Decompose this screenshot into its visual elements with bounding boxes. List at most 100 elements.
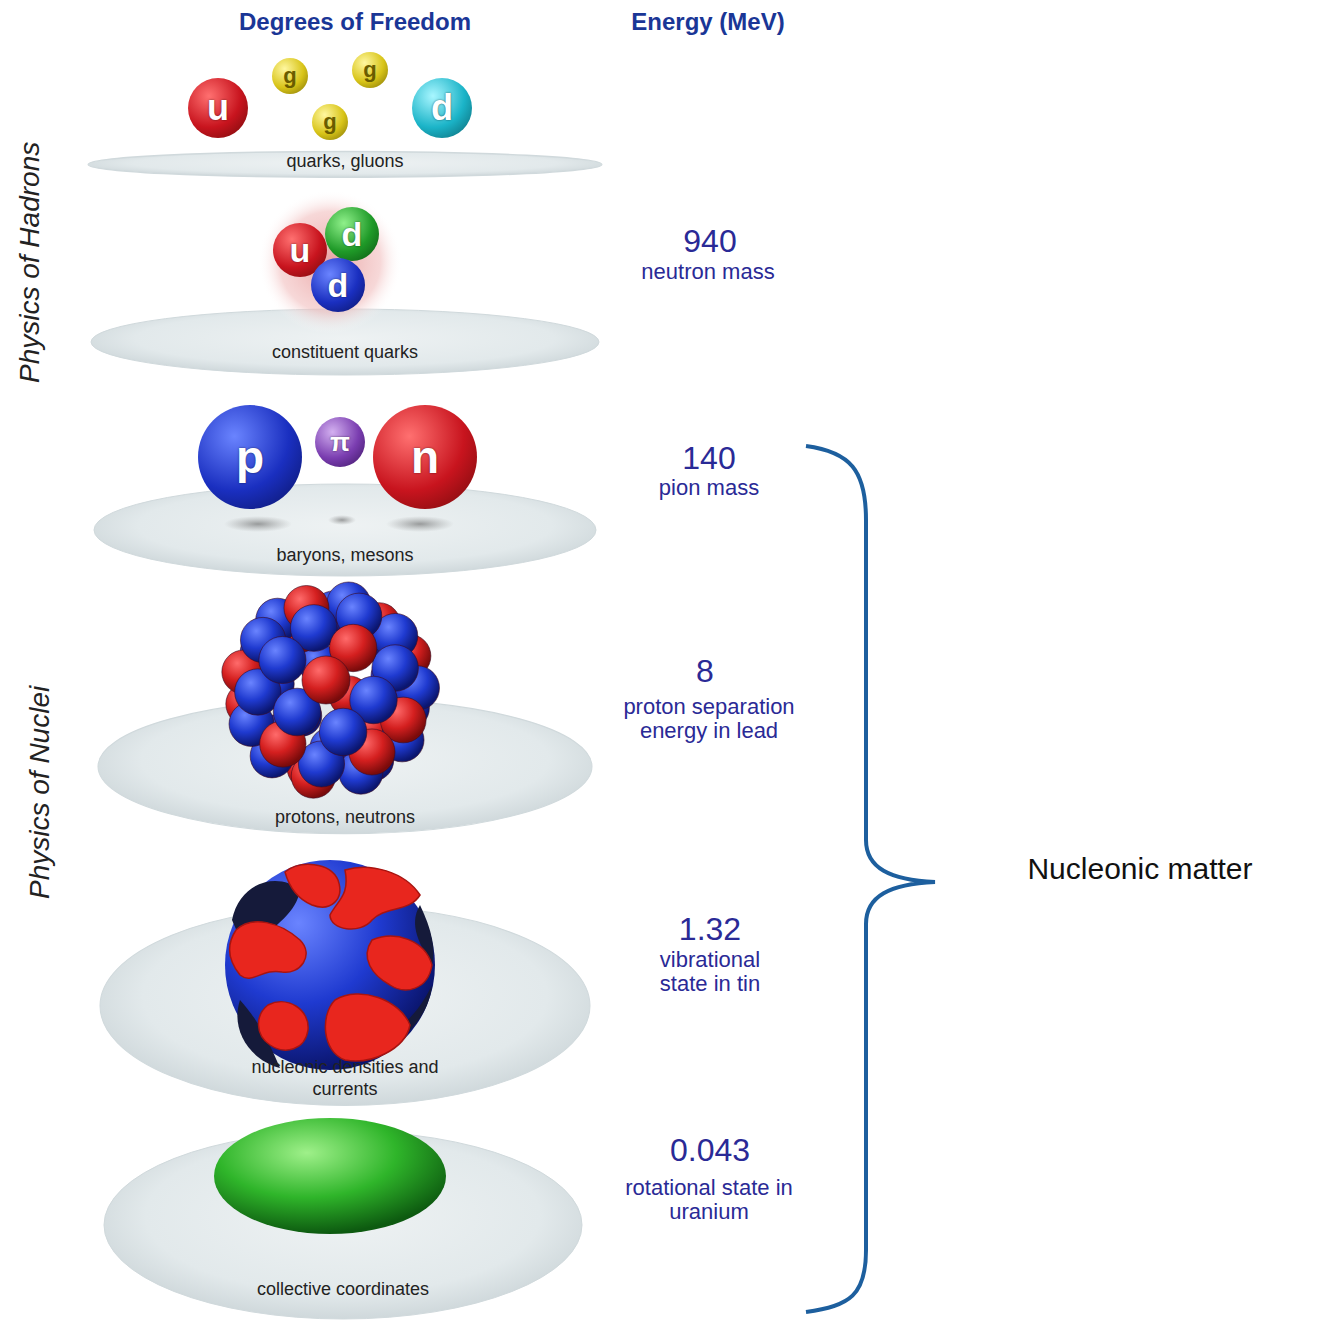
nucleon-ball xyxy=(395,666,440,711)
layer-label: quarks, gluons xyxy=(195,151,495,173)
annotation-label: Energy (MeV) xyxy=(598,9,818,35)
annotation-label: neutron mass xyxy=(608,260,808,284)
nucleon-ball xyxy=(240,631,282,673)
layer-disc: baryons, mesons xyxy=(93,483,597,577)
nucleon-ball xyxy=(226,683,269,726)
nucleon-ball xyxy=(253,664,294,705)
nucleon-ball xyxy=(358,603,401,646)
particle-ball: d xyxy=(325,207,379,261)
nucleon-ball xyxy=(349,729,395,775)
quark-glow xyxy=(258,190,402,334)
layer-label: baryons, mesons xyxy=(195,545,495,567)
blob-red xyxy=(285,864,340,907)
nucleon-ball xyxy=(222,650,266,694)
annotation-label: Nucleonic matter xyxy=(980,852,1300,885)
particle-symbol: g xyxy=(323,111,336,133)
nucleon-ball xyxy=(302,656,350,704)
annotation-label: 940 xyxy=(640,224,780,259)
nucleon-ball xyxy=(329,676,369,716)
blob-red xyxy=(325,994,410,1061)
annotation-label: pion mass xyxy=(609,476,809,500)
ball-shadow xyxy=(386,516,454,532)
blob-dark xyxy=(370,985,432,1050)
nucleon-ball xyxy=(273,688,321,736)
layer-disc: nucleonic densities and currents xyxy=(99,905,591,1107)
layer-disc: protons, neutrons xyxy=(97,698,593,835)
annotation-label: proton separation energy in lead xyxy=(609,695,809,743)
particle-symbol: d xyxy=(342,217,363,251)
nucleon-ball xyxy=(250,715,292,757)
nucleon-ball xyxy=(373,613,418,658)
blob-dark xyxy=(415,905,433,965)
particle-ball: g xyxy=(312,104,348,140)
density-blob xyxy=(225,860,435,1070)
particle-ball: d xyxy=(311,258,365,312)
layer-disc: collective coordinates xyxy=(103,1130,583,1320)
disc-ellipse xyxy=(104,1131,582,1319)
nucleon-ball xyxy=(290,605,337,652)
particle-ball: π xyxy=(315,417,365,467)
nucleon-ball xyxy=(388,634,431,677)
particle-symbol: π xyxy=(330,429,350,455)
particle-ball: u xyxy=(188,78,248,138)
curly-brace xyxy=(806,446,935,1312)
particle-symbol: d xyxy=(431,90,453,126)
particle-ball: g xyxy=(272,58,308,94)
ball-shadow xyxy=(328,515,356,525)
layer-disc: quarks, gluons xyxy=(87,150,603,179)
disc-shape xyxy=(90,308,600,376)
blob-core xyxy=(225,860,435,1070)
blob-dark xyxy=(232,881,300,950)
annotation-label: Physics of Nuclei xyxy=(25,632,56,952)
nucleon-ball xyxy=(310,728,351,769)
nucleon-ball xyxy=(298,741,344,787)
nucleon-ball xyxy=(372,645,418,691)
annotation-label: 140 xyxy=(639,441,779,476)
nucleon-ball xyxy=(299,644,339,684)
annotation-label: vibrational state in tin xyxy=(640,948,780,996)
disc-ellipse xyxy=(100,906,590,1105)
nucleon-ball xyxy=(256,598,300,642)
particle-ball: p xyxy=(198,405,302,509)
nucleon-ball xyxy=(380,697,426,743)
annotation-label: 8 xyxy=(655,654,755,689)
blob-red xyxy=(367,936,432,990)
nucleon-ball xyxy=(329,624,376,671)
nucleon-ball xyxy=(312,591,354,633)
nucleon-ball xyxy=(284,586,329,631)
blob-red xyxy=(258,1002,308,1050)
annotation-label: 0.043 xyxy=(630,1133,790,1168)
nucleon-ball xyxy=(250,734,294,778)
nucleon-ball xyxy=(336,593,382,639)
nucleon-ball xyxy=(351,739,394,782)
particle-symbol: n xyxy=(411,434,439,480)
nucleon-ball xyxy=(287,747,329,789)
nucleon-ball xyxy=(341,624,382,665)
particle-ball: g xyxy=(352,52,388,88)
nucleon-ball xyxy=(229,702,274,747)
nucleus-cluster xyxy=(222,582,440,798)
layer-label: protons, neutrons xyxy=(195,807,495,829)
nucleon-ball xyxy=(259,636,306,683)
ball-shadow xyxy=(224,516,292,532)
nucleon-ball xyxy=(380,718,424,762)
disc-ellipse xyxy=(88,151,602,177)
nucleon-ball xyxy=(339,750,383,794)
particle-symbol: g xyxy=(283,65,296,87)
layer-label: collective coordinates xyxy=(193,1279,493,1301)
nucleon-ball xyxy=(279,611,320,652)
particle-ball: n xyxy=(373,405,477,509)
nucleon-ball xyxy=(387,687,429,729)
nucleon-ball xyxy=(319,708,366,755)
nucleon-ball xyxy=(350,676,397,723)
annotation-label: Physics of Hadrons xyxy=(15,92,46,432)
layer-disc: constituent quarks xyxy=(90,308,600,376)
disc-ellipse xyxy=(91,309,599,375)
nucleon-ball xyxy=(281,696,321,736)
annotation-label: Degrees of Freedom xyxy=(195,9,515,35)
blob-dark xyxy=(237,1000,280,1068)
particle-symbol: d xyxy=(328,268,349,302)
particle-symbol: u xyxy=(290,233,311,267)
blob-red xyxy=(230,922,307,978)
